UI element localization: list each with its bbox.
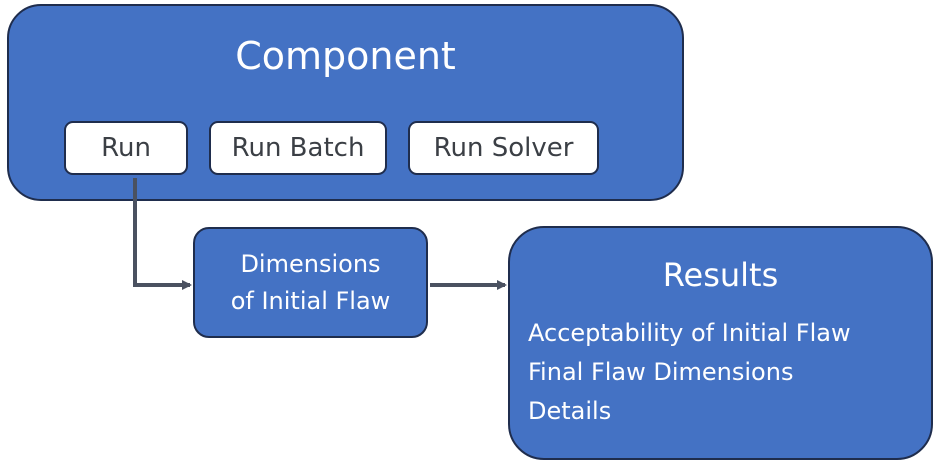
component-title: Component	[235, 34, 456, 78]
dimensions-box: Dimensions of Initial Flaw	[193, 227, 428, 338]
results-item-final-dimensions: Final Flaw Dimensions	[528, 358, 794, 386]
dimensions-label: Dimensions of Initial Flaw	[195, 246, 426, 320]
run-button[interactable]: Run	[64, 121, 188, 175]
run-solver-button[interactable]: Run Solver	[408, 121, 599, 175]
results-item-acceptability: Acceptability of Initial Flaw	[528, 319, 851, 347]
dimensions-label-line1: Dimensions	[240, 250, 381, 278]
run-to-dimensions-connector	[133, 178, 192, 290]
run-batch-button[interactable]: Run Batch	[209, 121, 387, 175]
results-title: Results	[662, 256, 779, 294]
results-list: Acceptability of Initial Flaw Final Flaw…	[528, 314, 851, 431]
dimensions-label-line2: of Initial Flaw	[230, 287, 391, 315]
results-box: Results Acceptability of Initial Flaw Fi…	[508, 226, 933, 460]
results-item-details: Details	[528, 397, 612, 425]
